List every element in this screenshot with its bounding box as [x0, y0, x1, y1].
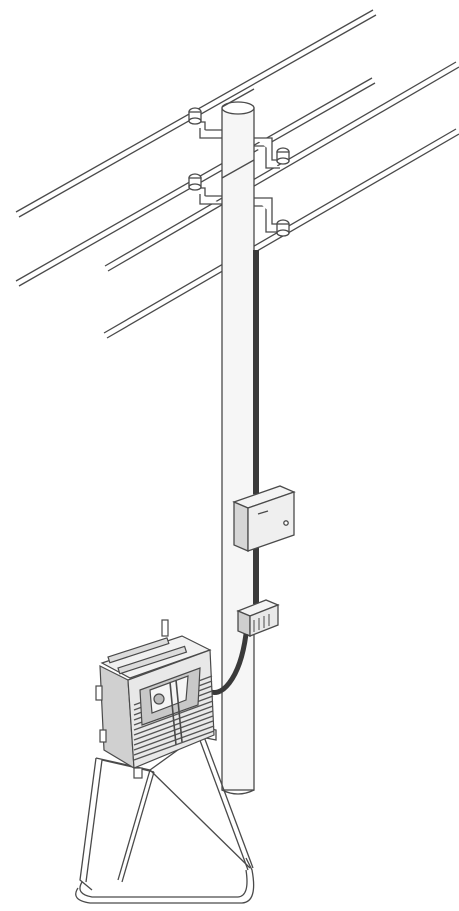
front-wire-segments [221, 88, 255, 179]
insulator-3 [188, 173, 222, 205]
vertical-cable [253, 250, 259, 604]
finned-enclosure-unit [95, 619, 215, 779]
insulator-4 [254, 197, 290, 237]
lower-connector-box [236, 599, 280, 637]
insulator-brackets [188, 107, 290, 237]
insulator-1 [188, 107, 222, 139]
wire-3 [104, 61, 459, 272]
insulator-2 [254, 137, 290, 169]
upper-junction-box [232, 485, 296, 552]
utility-pole [221, 101, 255, 795]
